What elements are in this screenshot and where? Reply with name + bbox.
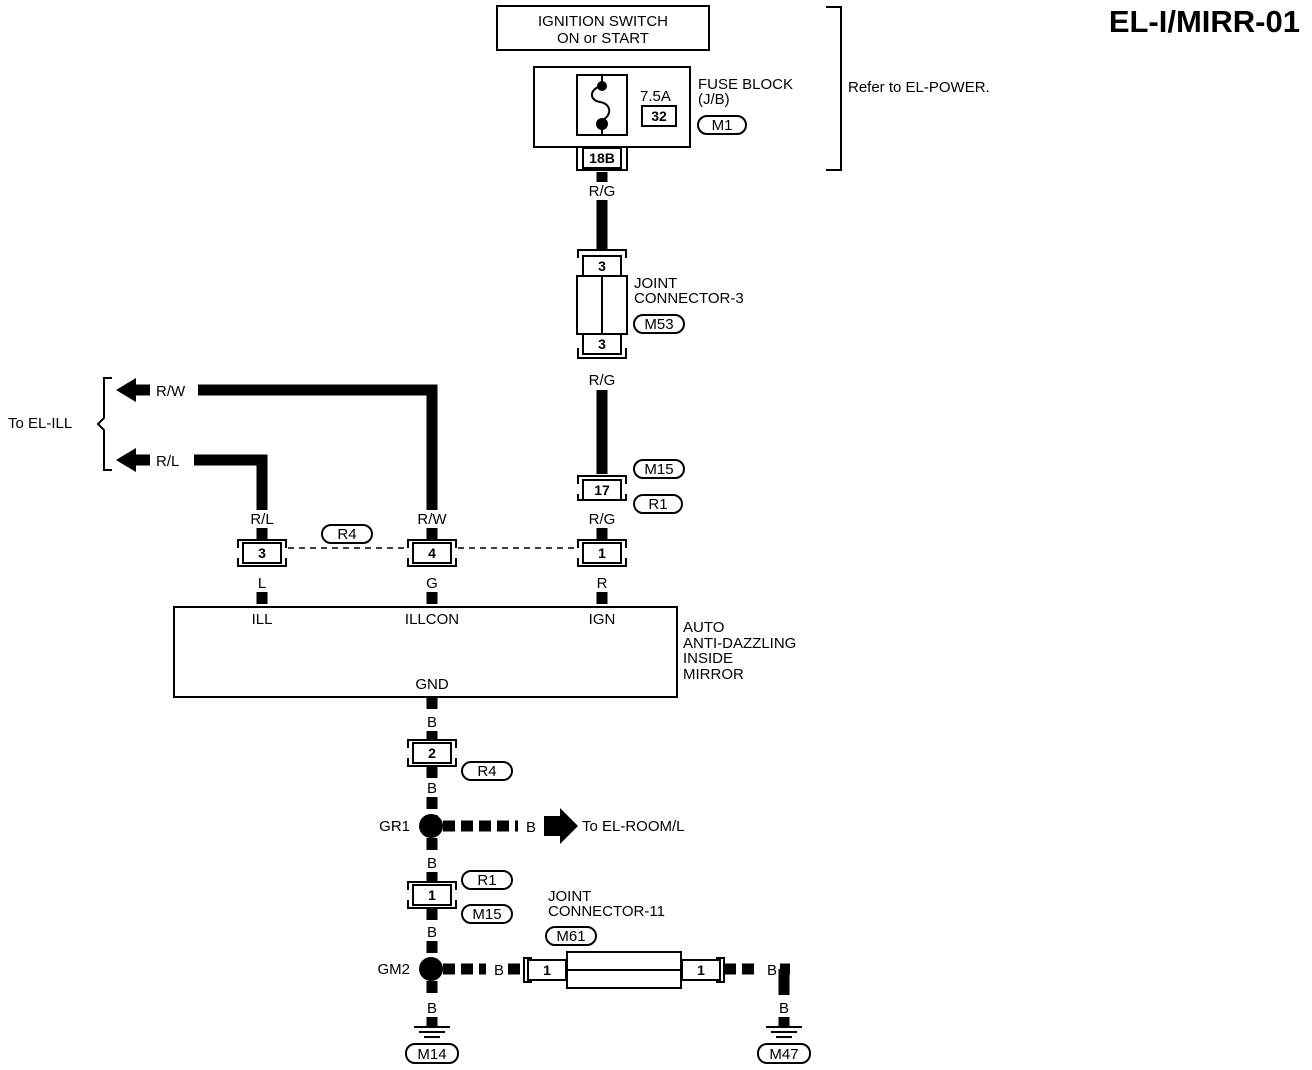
connector-r1-label: R1 (648, 496, 667, 513)
el-ill-bracket (96, 377, 112, 471)
wire-label-rl-drop: R/L (250, 511, 273, 528)
connector-r4-label: R4 (337, 526, 356, 543)
mirror-pin-gnd: GND (415, 676, 449, 693)
fuse-symbol-icon (591, 76, 611, 134)
joint-connector-3-name-line2: CONNECTOR-3 (634, 290, 744, 307)
connector-r4-pin-1: 1 (598, 545, 606, 561)
wire-label-b-m47: B (779, 1000, 789, 1017)
ground-m47-label: M47 (769, 1046, 798, 1063)
joint-connector-3: 3 3 JOINT CONNECTOR-3 M53 (576, 249, 744, 359)
gnd-connector-pin-1: 1 (428, 887, 436, 903)
mirror-name-line2: ANTI-DAZZLING (683, 635, 796, 652)
gnd-connector-r4: 2 R4 (407, 739, 513, 781)
fuse-block: 7.5A 32 FUSE BLOCK (J/B) M1 18B (533, 66, 793, 171)
mirror-name-line4: MIRROR (683, 666, 744, 683)
mirror-pin-illcon: ILLCON (405, 611, 459, 628)
gr1-junction (419, 814, 443, 838)
wire-label-rg-2: R/G (589, 372, 616, 389)
el-ill-note: To EL-ILL (8, 415, 72, 432)
gnd-connector-r4-label: R4 (477, 763, 496, 780)
gnd-connector-m15-label: M15 (472, 906, 501, 923)
wire-label-b5: B (427, 1000, 437, 1017)
refer-note: Refer to EL-POWER. (848, 79, 990, 96)
wire-label-b-gm2: B (494, 962, 504, 979)
ground-m14-label: M14 (417, 1046, 446, 1063)
fuse-number: 32 (651, 108, 667, 124)
wire-label-b4: B (427, 924, 437, 941)
mirror-name-line3: INSIDE (683, 650, 733, 667)
wire-label-b2: B (427, 780, 437, 797)
connector-r4-pin-4: 4 (428, 545, 436, 561)
gr1-label: GR1 (379, 818, 410, 835)
joint-connector-3-pin-top: 3 (598, 258, 606, 274)
mirror-name-line1: AUTO (683, 619, 724, 636)
gr1-to-room: To EL-ROOM/L (582, 818, 685, 835)
wire-label-rl-arrow: R/L (156, 453, 179, 470)
wire-label-r: R (597, 575, 608, 592)
connector-m15-label: M15 (644, 461, 673, 478)
arrow-left-rw-icon (116, 378, 136, 402)
gm2-junction (419, 957, 443, 981)
wire-label-rg-3: R/G (589, 511, 616, 528)
arrow-left-rl-icon (116, 448, 136, 472)
refer-bracket (826, 6, 842, 171)
fuse-rating: 7.5A (640, 88, 671, 105)
auto-anti-dazzling-mirror: ILL ILLCON IGN GND AUTO ANTI-DAZZLING IN… (173, 606, 796, 698)
gnd-connector-pin-2: 2 (428, 745, 436, 761)
mirror-pin-ign: IGN (589, 611, 616, 628)
fuse-block-name-line1: FUSE BLOCK (698, 76, 793, 93)
joint-connector-3-name-line1: JOINT (634, 275, 677, 292)
connector-pin-17: 17 (594, 482, 610, 498)
fuse-block-terminal-18b: 18B (589, 150, 615, 166)
joint-connector-11-name-line2: CONNECTOR-11 (548, 903, 665, 920)
fuse-block-name-line2: (J/B) (698, 91, 730, 108)
wire-label-rg-1: R/G (589, 183, 616, 200)
wire-label-b1: B (427, 714, 437, 731)
wire-label-rw-drop: R/W (417, 511, 447, 528)
diagram-title: EL-I/MIRR-01 (1109, 4, 1300, 39)
joint-connector-3-pin-bottom: 3 (598, 336, 606, 352)
ignition-switch: IGNITION SWITCH ON or START (496, 5, 710, 51)
gnd-connector-r1-m15: 1 R1 M15 (407, 870, 513, 924)
ignition-switch-line1: IGNITION SWITCH (538, 13, 668, 30)
gnd-connector-r1-label: R1 (477, 872, 496, 889)
wire-label-g: G (426, 575, 438, 592)
gm2-label: GM2 (377, 961, 410, 978)
joint-connector-11: JOINT CONNECTOR-11 M61 1 1 (523, 888, 725, 989)
joint-connector-11-connector-m61: M61 (556, 928, 585, 945)
ground-m14-icon: M14 (405, 1026, 459, 1064)
fuse-block-connector-m1: M1 (712, 117, 733, 134)
ignition-switch-line2: ON or START (557, 30, 649, 47)
wire-label-b-right: B (767, 962, 777, 979)
wire-label-b-room: B (526, 819, 536, 836)
connector-m15-r1: M15 17 R1 (577, 459, 685, 514)
joint-connector-11-name-line1: JOINT (548, 888, 591, 905)
connector-r4: 3 4 1 R4 (237, 524, 627, 567)
mirror-pin-ill: ILL (252, 611, 273, 628)
wire-label-b3: B (427, 855, 437, 872)
ground-m47-icon: M47 (757, 1026, 811, 1064)
wire-label-rw-arrow: R/W (156, 383, 186, 400)
connector-r4-pin-3: 3 (258, 545, 266, 561)
joint-connector-11-pin-left: 1 (543, 962, 551, 978)
arrow-right-room-icon (544, 808, 578, 844)
joint-connector-3-connector-m53: M53 (644, 316, 673, 333)
wire-label-l: L (258, 575, 266, 592)
joint-connector-11-pin-right: 1 (697, 962, 705, 978)
